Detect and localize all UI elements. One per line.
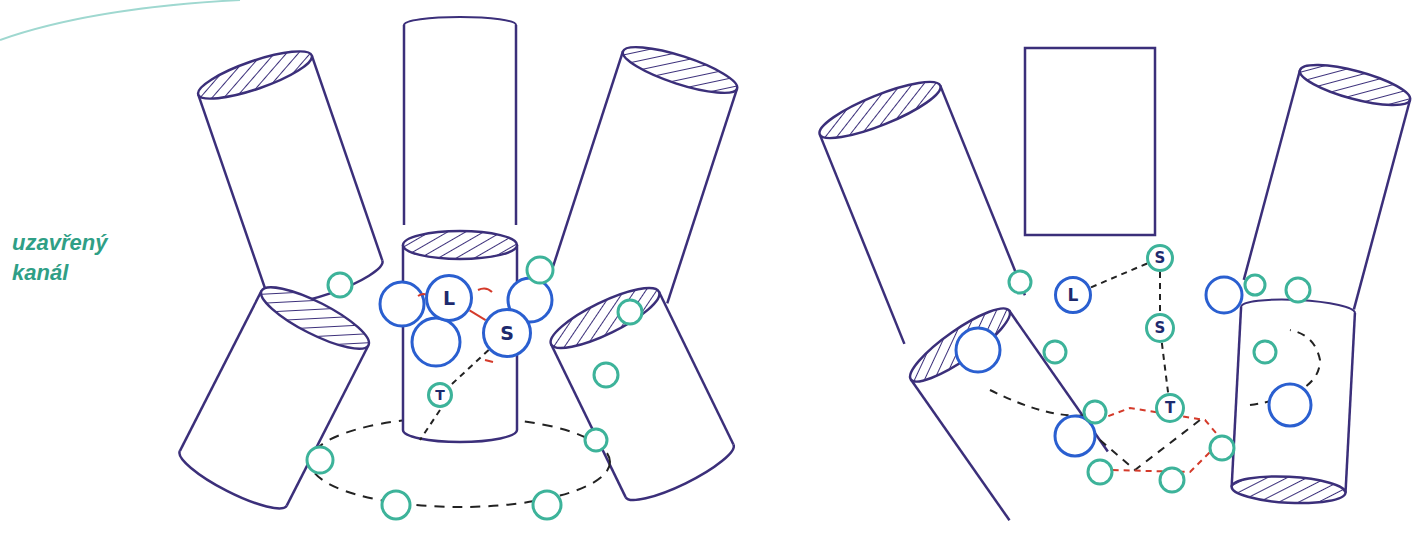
residue-circle: T [427, 382, 453, 408]
bond-line [1160, 272, 1161, 313]
residue-circle: L [425, 274, 473, 322]
helix-cylinder [1025, 48, 1155, 235]
blue-residue [956, 277, 1311, 456]
residue-letter: T [1165, 401, 1175, 416]
helix-cylinder [1244, 57, 1414, 310]
residue-letter: T [435, 388, 445, 402]
bond-line [470, 310, 486, 320]
residue-circle: T [1155, 393, 1185, 423]
bond-line [450, 350, 489, 386]
helix-cylinder [194, 42, 387, 313]
helix-cylinder [1231, 297, 1355, 506]
teal-residue [307, 257, 642, 519]
residue-letter: L [443, 289, 455, 308]
residue-circle: L [1054, 276, 1092, 314]
residue-letter: S [1155, 321, 1166, 336]
residue-circle: S [1146, 244, 1174, 272]
residue-circle: S [482, 308, 532, 358]
helix-cylinder [173, 277, 375, 519]
bond-line [1162, 343, 1168, 393]
residue-letter: S [500, 324, 514, 343]
state-label: uzavřený kanál [12, 228, 122, 287]
residue-circle: S [1145, 313, 1175, 343]
helix-cylinder [553, 38, 741, 303]
helix-cylinder [814, 72, 1025, 344]
teal-residue [1009, 271, 1310, 492]
helix-cylinder [404, 17, 516, 225]
dashed-ring [990, 330, 1320, 470]
bond-line [1090, 263, 1147, 287]
helix-cylinder [544, 277, 740, 509]
membrane-ring [310, 417, 610, 507]
helix-cylinder [902, 298, 1108, 520]
residue-letter: S [1155, 251, 1166, 266]
residue-letter: L [1068, 287, 1079, 304]
